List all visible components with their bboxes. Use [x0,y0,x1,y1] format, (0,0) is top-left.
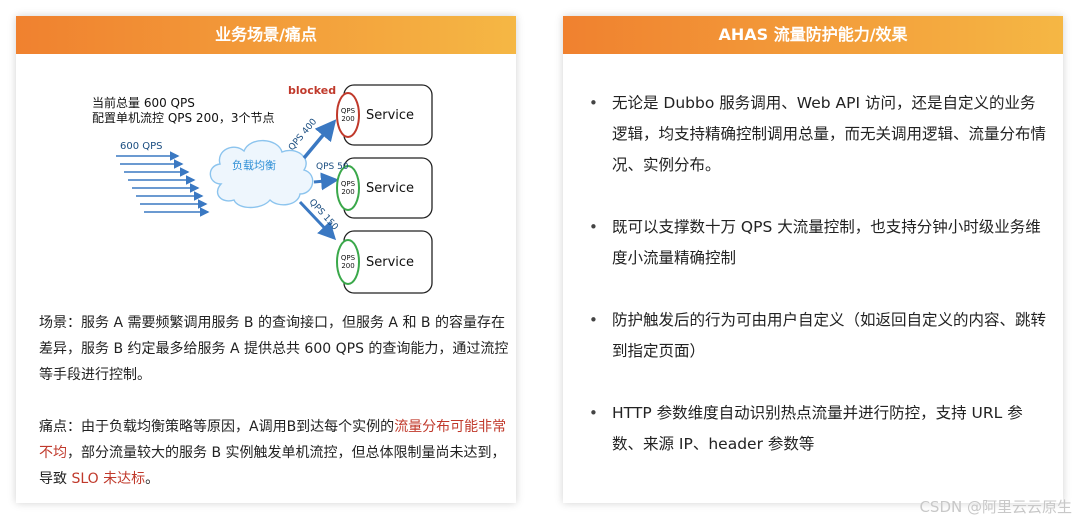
pain-highlight-1: 流量分布可能非常不均 [39,419,507,461]
pain-text-2: ，部分流量较大的服务 B 实例触发单机流控，但总体限制量尚未达到，导致 [39,445,506,487]
node-limit-3: QPS 200 [337,254,359,270]
node-limit-2-value: 200 [341,188,355,196]
node-limit-2: QPS 200 [337,180,359,196]
capability-item: 既可以支撑数十万 QPS 大流量控制，也支持分钟小时级业务维度小流量精确控制 [587,212,1047,274]
scenario-text: 场景：服务 A 需要频繁调用服务 B 的查询接口，但服务 A 和 B 的容量存在… [39,315,509,383]
node-limit-3-value: 200 [341,262,355,270]
pain-text-3: 。 [145,471,160,487]
capability-item: 无论是 Dubbo 服务调用、Web API 访问，还是自定义的业务逻辑，均支持… [587,88,1047,181]
pain-highlight-2: SLO 未达标 [71,471,146,487]
pain-text-1: 痛点：由于负载均衡策略等原因，A调用B到达每个实例的 [39,419,395,435]
service-box-1 [336,84,433,146]
blocked-label: blocked [288,84,337,97]
service-label-2: Service [366,181,415,196]
node-limit-1-value: 200 [341,115,355,123]
incoming-qps-label: 600 QPS [120,141,163,152]
incoming-arrows [116,151,210,217]
pain-point-text: 痛点：由于负载均衡策略等原因，A调用B到达每个实例的流量分布可能非常不均，部分流… [39,414,509,492]
right-panel: AHAS 流量防护能力/效果 无论是 Dubbo 服务调用、Web API 访问… [563,16,1063,503]
single-node-limit-note: 配置单机流控 QPS 200，3个节点 [92,111,275,125]
load-balancer-cloud [209,139,314,209]
route-arrows [298,119,339,241]
capability-item: 防护触发后的行为可由用户自定义（如返回自定义的内容、跳转到指定页面） [587,305,1047,367]
capability-item: HTTP 参数维度自动识别热点流量并进行防控，支持 URL 参数、来源 IP、h… [587,398,1047,460]
load-balancer-label: 负载均衡 [232,159,276,172]
service-label-3: Service [366,255,415,270]
right-panel-header: AHAS 流量防护能力/效果 [563,16,1063,54]
flow-control-diagram: 当前总量 600 QPS 配置单机流控 QPS 200，3个节点 600 QPS… [16,54,516,314]
service-box-3 [336,230,433,294]
node-limit-1-unit: QPS [340,107,356,115]
service-label-1: Service [366,108,415,123]
diagram-canvas [116,84,433,294]
left-panel-header: 业务场景/痛点 [16,16,516,54]
node-limit-1: QPS 200 [337,107,359,123]
route-qps-50: QPS 50 [316,162,349,172]
node-limit-3-unit: QPS [340,254,356,262]
left-panel: 业务场景/痛点 [16,16,516,503]
total-qps-note: 当前总量 600 QPS [92,96,195,110]
capability-list: 无论是 Dubbo 服务调用、Web API 访问，还是自定义的业务逻辑，均支持… [587,88,1047,460]
service-box-2 [336,157,433,219]
csdn-watermark: CSDN @阿里云云原生 [919,498,1072,516]
node-limit-2-unit: QPS [340,180,356,188]
